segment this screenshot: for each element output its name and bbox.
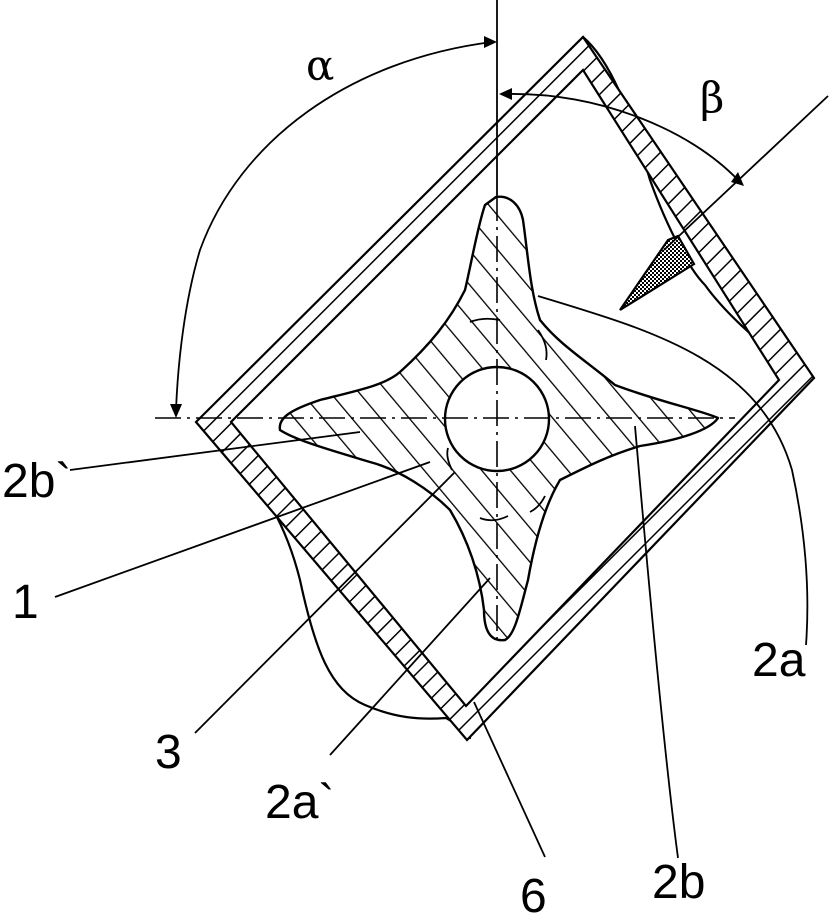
label-alpha: α (306, 41, 334, 90)
label-2b: 2b (652, 856, 705, 909)
leader-1 (55, 462, 430, 597)
label-6: 6 (520, 870, 547, 921)
label-2b-prime: 2b` (2, 455, 71, 508)
label-2a-prime: 2a` (265, 776, 334, 829)
cutting-insert (620, 236, 694, 310)
label-1: 1 (12, 576, 39, 629)
beta-arrow-left (499, 88, 512, 100)
label-beta: β (700, 73, 724, 122)
leader-6 (474, 702, 545, 857)
leader-3 (195, 472, 455, 733)
label-2a: 2a (752, 634, 806, 687)
alpha-arrow-left (170, 404, 182, 418)
alpha-arrow-top (484, 36, 497, 48)
direction-line (664, 96, 828, 250)
label-3: 3 (155, 726, 182, 779)
